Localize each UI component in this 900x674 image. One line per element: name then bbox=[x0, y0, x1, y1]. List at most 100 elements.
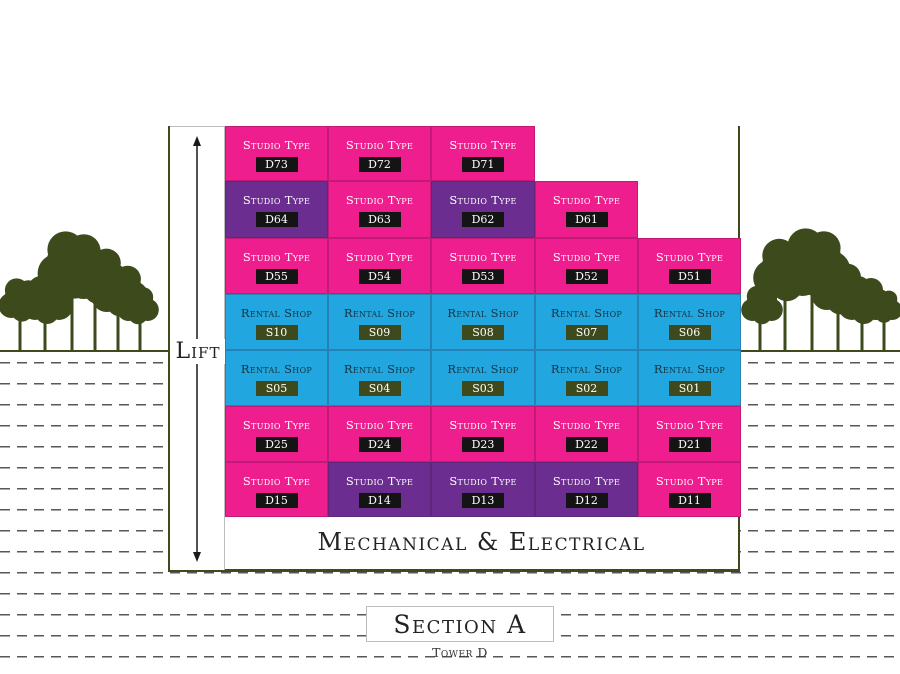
unit-code-badge: S05 bbox=[255, 381, 298, 396]
unit-type-label: Studio Type bbox=[449, 250, 517, 264]
unit-type-label: Studio Type bbox=[449, 193, 517, 207]
unit-code-badge: D51 bbox=[668, 269, 711, 284]
unit-code-badge: S04 bbox=[358, 381, 401, 396]
unit-type-label: Studio Type bbox=[242, 250, 311, 264]
unit-type-label: Rental Shop bbox=[343, 306, 416, 320]
unit-code-badge: D55 bbox=[255, 269, 298, 284]
ground-line-right bbox=[738, 350, 900, 352]
unit-code-badge: D63 bbox=[358, 212, 401, 227]
unit-code-badge: S06 bbox=[668, 325, 711, 340]
tower-label: Tower D bbox=[432, 645, 488, 660]
unit-code-badge: S01 bbox=[668, 381, 711, 396]
unit-code-badge: D61 bbox=[565, 212, 608, 227]
unit-type-label: Studio Type bbox=[242, 418, 311, 432]
unit-type-label: Rental Shop bbox=[240, 362, 313, 376]
section-title: Section A bbox=[366, 606, 554, 642]
unit-type-label: Studio Type bbox=[345, 250, 414, 264]
lift-label: Lift bbox=[171, 339, 225, 364]
unit-code-badge: D53 bbox=[462, 269, 504, 284]
unit-type-label: Studio Type bbox=[552, 250, 621, 264]
ground-line-left bbox=[0, 350, 170, 352]
unit-code-badge: D13 bbox=[462, 493, 504, 508]
unit-code-badge: D52 bbox=[565, 269, 608, 284]
unit-type-label: Studio Type bbox=[552, 474, 621, 488]
unit-code-badge: D73 bbox=[255, 157, 298, 172]
unit-type-label: Studio Type bbox=[655, 418, 724, 432]
unit-code-badge: D11 bbox=[668, 493, 711, 508]
unit-code-badge: D62 bbox=[462, 212, 504, 227]
unit-type-label: Studio Type bbox=[552, 193, 621, 207]
unit-code-badge: S10 bbox=[255, 325, 298, 340]
unit-code-badge: S07 bbox=[565, 325, 608, 340]
mechanical-electrical-label: Mechanical & Electrical bbox=[317, 528, 646, 556]
unit-type-label: Studio Type bbox=[345, 474, 414, 488]
unit-code-badge: D24 bbox=[358, 437, 401, 452]
unit-type-label: Studio Type bbox=[449, 418, 517, 432]
unit-type-label: Studio Type bbox=[449, 138, 517, 152]
unit-code-badge: D25 bbox=[255, 437, 298, 452]
unit-code-badge: D21 bbox=[668, 437, 711, 452]
unit-type-label: Rental Shop bbox=[447, 306, 519, 320]
unit-type-label: Rental Shop bbox=[550, 306, 623, 320]
unit-type-label: Studio Type bbox=[345, 138, 414, 152]
unit-type-label: Studio Type bbox=[655, 250, 724, 264]
unit-type-label: Rental Shop bbox=[240, 306, 313, 320]
unit-code-badge: D54 bbox=[358, 269, 401, 284]
unit-type-label: Rental Shop bbox=[343, 362, 416, 376]
unit-code-badge: S09 bbox=[358, 325, 401, 340]
unit-type-label: Studio Type bbox=[449, 474, 517, 488]
unit-type-label: Studio Type bbox=[242, 138, 311, 152]
unit-code-badge: D72 bbox=[358, 157, 401, 172]
unit-type-label: Rental Shop bbox=[447, 362, 519, 376]
unit-type-label: Rental Shop bbox=[550, 362, 623, 376]
unit-type-label: Rental Shop bbox=[653, 306, 726, 320]
unit-type-label: Studio Type bbox=[345, 418, 414, 432]
unit-code-badge: D23 bbox=[462, 437, 504, 452]
unit-type-label: Studio Type bbox=[345, 193, 414, 207]
unit-code-badge: D14 bbox=[358, 493, 401, 508]
unit-type-label: Studio Type bbox=[242, 193, 311, 207]
unit-type-label: Studio Type bbox=[552, 418, 621, 432]
unit-code-badge: S03 bbox=[462, 381, 504, 396]
unit-code-badge: S08 bbox=[462, 325, 504, 340]
unit-code-badge: D12 bbox=[565, 493, 608, 508]
unit-code-badge: D64 bbox=[255, 212, 298, 227]
unit-type-label: Studio Type bbox=[655, 474, 724, 488]
unit-type-label: Rental Shop bbox=[653, 362, 726, 376]
unit-code-badge: D15 bbox=[255, 493, 298, 508]
unit-code-badge: D71 bbox=[462, 157, 504, 172]
unit-code-badge: D22 bbox=[565, 437, 608, 452]
